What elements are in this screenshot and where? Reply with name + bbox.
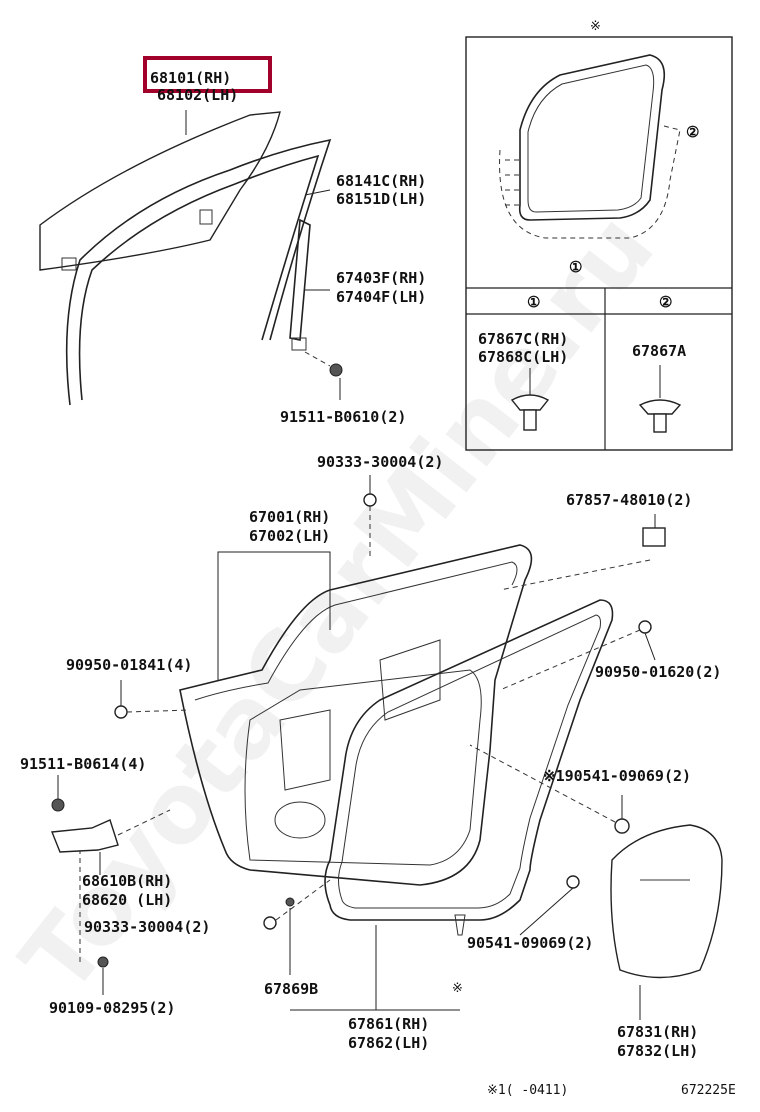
clip-bottom-part[interactable] [454, 875, 580, 936]
inset-col1-header: ① [527, 293, 540, 311]
diagram-code: 672225E [681, 1083, 736, 1098]
label-bolt-hinge[interactable]: 91511-B0614(4) [20, 755, 146, 773]
label-sash-rh[interactable]: 67403F(RH) [336, 269, 426, 287]
door-glass-part[interactable] [39, 111, 281, 271]
inset-col2-header: ② [659, 293, 672, 311]
label-pad[interactable]: 67857-48010(2) [566, 491, 692, 509]
door-weatherstrip-part[interactable] [324, 599, 614, 921]
label-weather-rh[interactable]: 67861(RH) [348, 1015, 429, 1033]
label-nut-left[interactable]: 90950-01841(4) [66, 656, 192, 674]
label-trim-rh[interactable]: 67831(RH) [617, 1023, 698, 1041]
label-clip-bottom[interactable]: 90541-09069(2) [467, 934, 593, 952]
label-clip-right[interactable]: ※190541-09069(2) [543, 767, 691, 785]
nut-right-part[interactable] [499, 620, 656, 691]
weatherstrip-inset [465, 36, 733, 451]
label-weather-lh[interactable]: 67862(LH) [348, 1034, 429, 1052]
footnote: ※1( -0411) [487, 1083, 568, 1098]
label-sash-lh[interactable]: 67404F(LH) [336, 288, 426, 306]
bottom-bolt-part[interactable] [79, 850, 109, 995]
plug-bottom-part[interactable] [263, 879, 331, 930]
label-bolt-bottom[interactable]: 90109-08295(2) [49, 999, 175, 1017]
glass-run-channel-part[interactable] [65, 138, 332, 406]
highlight-box [143, 56, 272, 93]
inset-callout-1: ① [569, 258, 582, 276]
inset-callout-2: ② [686, 123, 699, 141]
label-plug-bottom[interactable]: 90333-30004(2) [84, 918, 210, 936]
nut-left-part[interactable] [114, 680, 191, 719]
label-inset-col1-lh[interactable]: 67868C(LH) [478, 348, 568, 366]
label-hinge-lh[interactable]: 68620 (LH) [82, 891, 172, 909]
label-bolt-sash[interactable]: 91511-B0610(2) [280, 408, 406, 426]
label-nut-right[interactable]: 90950-01620(2) [595, 663, 721, 681]
door-sash-part[interactable] [289, 218, 311, 351]
door-trim-part[interactable] [610, 824, 723, 979]
seal-lower-clip-part[interactable] [285, 897, 295, 975]
run-leader-line [304, 189, 331, 196]
pad-part[interactable] [499, 514, 666, 591]
label-run-lh[interactable]: 68151D(LH) [336, 190, 426, 208]
panel-leader-line [217, 551, 331, 680]
label-hinge-rh[interactable]: 68610B(RH) [82, 872, 172, 890]
inset-clip-1-icon [510, 368, 550, 431]
asterisk-mark: ※ [452, 981, 463, 996]
hinge-bolt-part[interactable] [51, 775, 65, 812]
label-inset-col2-part[interactable]: 67867A [632, 342, 686, 360]
label-inset-col1-rh[interactable]: 67867C(RH) [478, 330, 568, 348]
sash-bolt-part[interactable] [304, 351, 343, 377]
door-hinge-part[interactable] [51, 809, 171, 853]
label-glass-lh[interactable]: 68102(LH) [157, 86, 238, 104]
label-plug-top[interactable]: 90333-30004(2) [317, 453, 443, 471]
inset-asterisk: ※ [590, 19, 601, 34]
clip-right-part[interactable] [469, 744, 630, 834]
plug-top-part[interactable] [363, 475, 377, 560]
label-run-rh[interactable]: 68141C(RH) [336, 172, 426, 190]
label-panel-rh[interactable]: 67001(RH) [249, 508, 330, 526]
label-panel-lh[interactable]: 67002(LH) [249, 527, 330, 545]
label-trim-lh[interactable]: 67832(LH) [617, 1042, 698, 1060]
label-glass-rh[interactable]: 68101(RH) [150, 69, 231, 87]
label-seal-lower[interactable]: 67869B [264, 980, 318, 998]
inset-clip-2-icon [638, 365, 682, 433]
door-panel-part[interactable] [179, 544, 533, 886]
